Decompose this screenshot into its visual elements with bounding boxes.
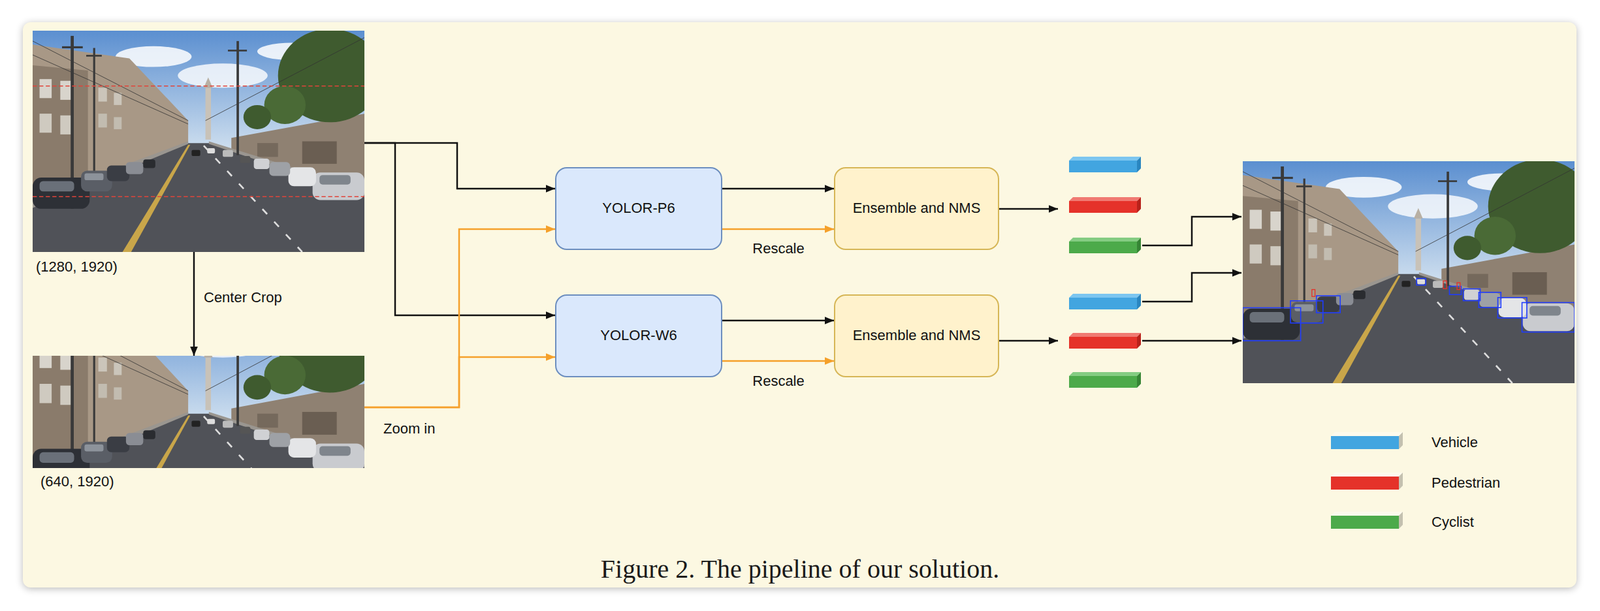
connector-arrow: [364, 229, 556, 408]
image-node: (640, 1920): [32, 355, 365, 469]
input-photo: [32, 28, 382, 253]
edge-label: Rescale: [752, 372, 804, 390]
output-bars: [1069, 156, 1141, 388]
connector-arrow: [722, 360, 834, 363]
legend-text: Pedestrian: [1431, 474, 1501, 492]
output-arrows: [999, 208, 1242, 341]
ensemble-box: Ensemble and NMS: [833, 294, 1000, 378]
connector-arrow: [193, 252, 196, 356]
edge-label: Center Crop: [203, 289, 283, 307]
figure-caption: Figure 2. The pipeline of our solution.: [0, 553, 1600, 585]
swatch-top: [1330, 432, 1403, 437]
swatch-side: [1398, 512, 1403, 529]
node-text: YOLOR-W6: [600, 327, 677, 345]
node-text: YOLOR-P6: [602, 199, 675, 217]
legend-text: Vehicle: [1431, 434, 1478, 452]
node-text: Ensemble and NMS: [852, 327, 981, 345]
legend-swatch: [1330, 436, 1399, 450]
image-size-label: (1280, 1920): [35, 258, 118, 276]
swatch-side: [1398, 432, 1403, 450]
model-box: YOLOR-P6: [555, 167, 723, 251]
output-photo: [1242, 159, 1592, 384]
connector-arrow: [364, 357, 556, 408]
edge-label: Rescale: [752, 240, 804, 258]
image-size-label: (640, 1920): [40, 473, 115, 491]
ensemble-box: Ensemble and NMS: [833, 167, 1000, 251]
legend-text: Cyclist: [1431, 513, 1474, 531]
cropped-photo: [32, 297, 382, 525]
swatch-top: [1330, 512, 1403, 516]
connector-arrow: [364, 143, 556, 189]
legend-swatch: [1330, 515, 1399, 529]
free-label: Zoom in: [383, 420, 435, 438]
connector-arrow: [722, 188, 834, 191]
image-node: (1280, 1920): [32, 30, 365, 253]
swatch-top: [1330, 472, 1403, 477]
model-box: YOLOR-W6: [555, 294, 723, 378]
connector-arrow: [722, 320, 834, 322]
node-text: Ensemble and NMS: [852, 199, 981, 217]
swatch-side: [1398, 472, 1403, 490]
connector-arrow: [722, 228, 834, 231]
legend-swatch: [1330, 476, 1399, 490]
